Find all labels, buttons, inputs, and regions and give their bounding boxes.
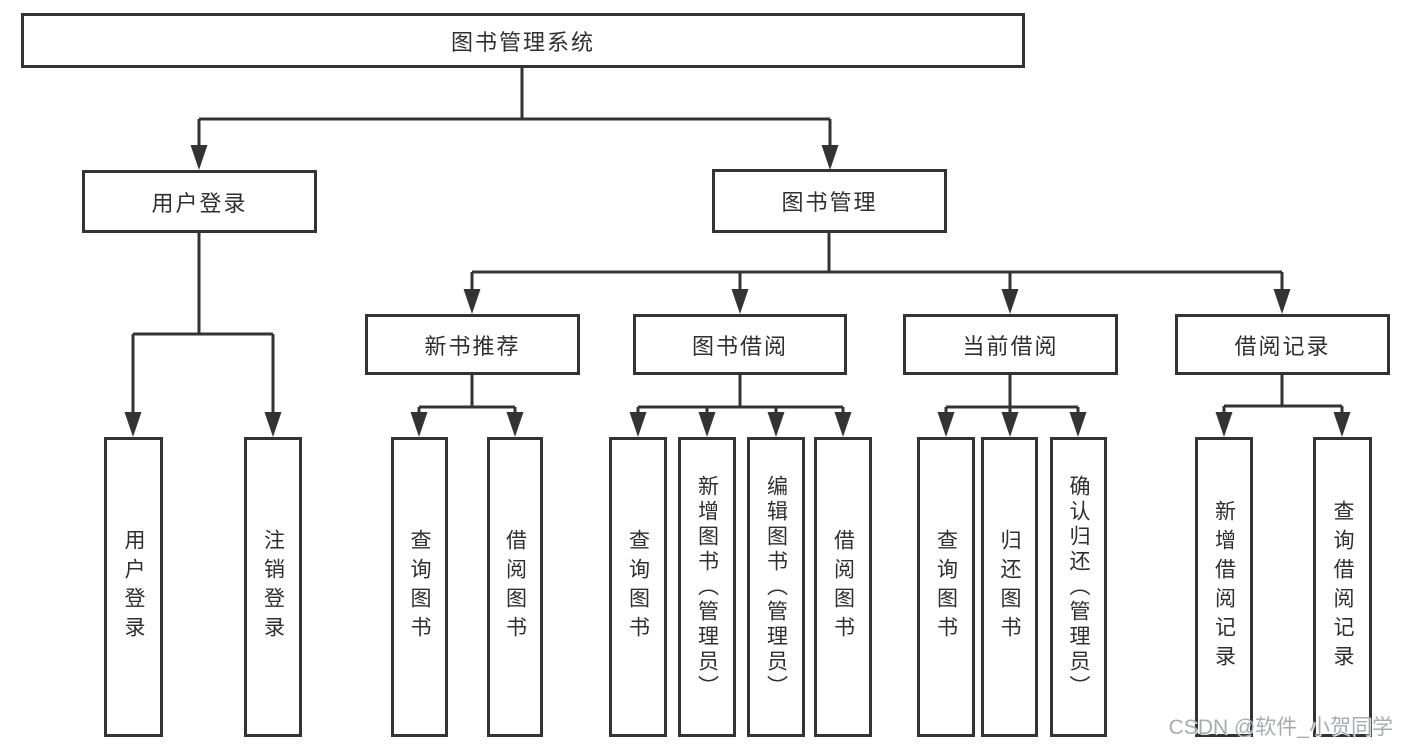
leaf-borrow-books-recommend: 借阅图书: [487, 437, 543, 737]
node-book-management: 图书管理: [712, 169, 947, 233]
node-label: 归还图书: [998, 529, 1021, 645]
node-label: 查询图书: [934, 529, 958, 645]
connector-book-management-to-level3: [463, 233, 1291, 314]
node-label: 图书借阅: [691, 333, 788, 359]
leaf-user-login: 用户登录: [104, 437, 163, 737]
node-label: 借阅图书: [831, 529, 855, 645]
leaf-query-books-current: 查询图书: [917, 437, 975, 737]
node-label: 查询借阅记录: [1331, 500, 1354, 674]
node-label: 借阅记录: [1234, 333, 1331, 359]
connector-new-book-recommend-children: [410, 375, 524, 437]
node-label: 查询图书: [408, 529, 431, 645]
leaf-query-books-borrowing: 查询图书: [609, 437, 667, 737]
leaf-query-borrow-record: 查询借阅记录: [1313, 437, 1372, 737]
leaf-confirm-return-admin: 确认归还（管理员）: [1050, 437, 1107, 737]
node-label: 借阅图书: [503, 529, 527, 645]
connector-book-borrowing-children: [629, 375, 852, 437]
leaf-edit-books-admin: 编辑图书（管理员）: [747, 437, 805, 737]
leaf-return-books: 归还图书: [981, 437, 1038, 737]
node-label: 图书管理系统: [450, 29, 595, 55]
connector-borrowing-records-children: [1215, 375, 1351, 437]
node-label: 编辑图书（管理员）: [764, 474, 788, 700]
node-label: 用户登录: [122, 529, 145, 645]
leaf-query-books-recommend: 查询图书: [391, 437, 448, 737]
node-label: 新增图书（管理员）: [695, 474, 719, 700]
node-user-login: 用户登录: [82, 170, 317, 233]
node-label: 注销登录: [261, 529, 285, 645]
node-label: 确认归还（管理员）: [1067, 474, 1090, 700]
leaf-logout: 注销登录: [244, 437, 302, 737]
leaf-add-borrow-record: 新增借阅记录: [1195, 437, 1253, 737]
node-label: 新书推荐: [424, 333, 521, 359]
connector-root-to-level2: [190, 66, 839, 170]
connector-current-borrowing-children: [937, 375, 1087, 437]
node-current-borrowing: 当前借阅: [903, 314, 1118, 375]
node-label: 查询图书: [626, 529, 650, 645]
node-label: 新增借阅记录: [1212, 500, 1236, 674]
node-label: 当前借阅: [962, 333, 1059, 359]
leaf-borrow-books: 借阅图书: [814, 437, 872, 737]
node-library-management-system: 图书管理系统: [21, 13, 1025, 68]
node-label: 用户登录: [151, 190, 248, 216]
csdn-watermark: CSDN @软件_小贺同学: [1168, 716, 1393, 739]
connector-user-login-children: [124, 233, 282, 437]
node-new-book-recommend: 新书推荐: [365, 314, 580, 375]
leaf-add-books-admin: 新增图书（管理员）: [678, 437, 736, 737]
node-borrowing-records: 借阅记录: [1175, 314, 1390, 375]
node-label: 图书管理: [781, 190, 878, 215]
node-book-borrowing: 图书借阅: [633, 314, 847, 375]
